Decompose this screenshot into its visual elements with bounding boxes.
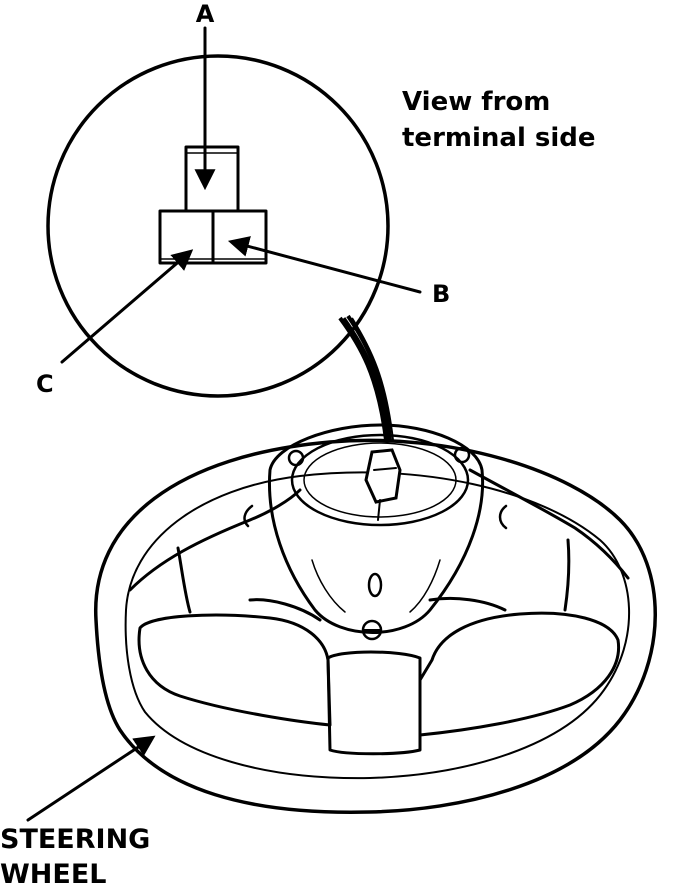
detail-circle: [46, 54, 390, 398]
steering-wheel-outer-rim: [94, 438, 657, 814]
steering-wheel-right-opening: [418, 611, 621, 737]
steering-wheel-right-spoke: [428, 468, 630, 612]
connector-upper-tab: [184, 145, 240, 213]
label-b: B: [432, 280, 450, 308]
right-spoke-switch-mark: [498, 504, 508, 530]
left-spoke-switch-mark: [243, 504, 254, 528]
view-note-line2: terminal side: [402, 123, 596, 153]
view-note-line1: View from: [402, 87, 550, 117]
leader-line-c: [60, 249, 194, 364]
hub-mounting-opening: [290, 433, 470, 527]
hub-bolt-left: [287, 449, 305, 467]
hub-slot: [367, 572, 383, 598]
connector-terminal-block: [158, 145, 268, 265]
label-c: C: [36, 370, 54, 398]
steering-wheel-label-line2: WHEEL: [0, 859, 106, 888]
label-a: A: [196, 0, 215, 28]
steering-wheel-bottom-spoke: [326, 650, 422, 756]
connector-wire-harness: [338, 314, 394, 441]
steering-wheel-label-line1: STEERING: [0, 824, 150, 855]
steering-wheel-hub: [267, 423, 485, 634]
steering-wheel: [94, 423, 657, 814]
hub-bolt-right: [453, 446, 471, 464]
leader-line-steering-wheel: [26, 735, 156, 822]
steering-wheel-left-opening: [137, 613, 332, 727]
steering-wheel-left-spoke: [128, 488, 322, 622]
connector-detail-view: A B C View from terminal side: [36, 0, 596, 398]
hub-connector: [364, 448, 402, 521]
leader-line-b: [227, 236, 422, 294]
